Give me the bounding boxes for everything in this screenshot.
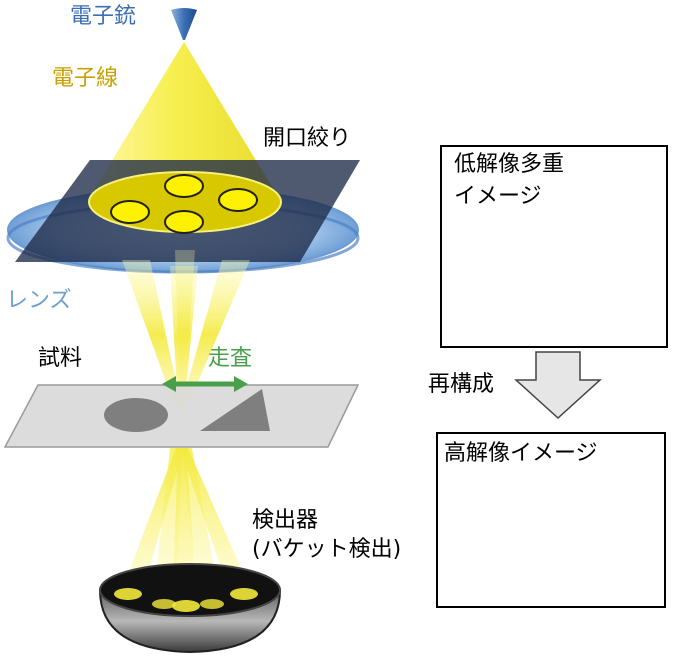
electron-beam-label: 電子線 (52, 66, 119, 91)
electron-gun-label: 電子銃 (70, 4, 137, 29)
sample-plane (3, 384, 360, 448)
detector-label-line1: 検出器 (252, 508, 319, 533)
high-res-title: 高解像イメージ (444, 441, 598, 466)
sample-circle (104, 398, 168, 432)
low-res-title-line1: 低解像多重 (454, 152, 565, 177)
detector-spot (152, 599, 176, 609)
low-res-title-line2: イメージ (454, 184, 542, 209)
aperture-hole (164, 174, 204, 198)
high-res-box: 高解像イメージ (436, 432, 666, 608)
detector-spot (200, 599, 224, 609)
sample-label: 試料 (38, 346, 83, 371)
detector-rim (99, 563, 281, 617)
detector-label-line2: (バケット検出) (252, 537, 402, 562)
detector-spot (114, 588, 142, 600)
electron-gun-icon (171, 8, 197, 40)
detector-spot (230, 588, 258, 600)
scan-label: 走査 (208, 346, 253, 371)
aperture-hole (110, 200, 150, 224)
aperture-hole (218, 188, 258, 212)
sample-triangle (200, 389, 270, 431)
beam-to-sample (180, 260, 250, 410)
scan-arrow-head-left (162, 376, 176, 392)
beam-to-sample (175, 250, 195, 410)
lens-label: レンズ (6, 288, 72, 313)
beam-to-sample (122, 260, 182, 410)
aperture-label: 開口絞り (263, 126, 352, 151)
reconstruction-label: 再構成 (428, 372, 495, 397)
reconstruction-arrow (514, 351, 602, 420)
scan-arrow-head-right (234, 376, 248, 392)
aperture-hole (164, 210, 204, 234)
low-res-box: 低解像多重 イメージ (440, 145, 668, 348)
detector-spot (172, 600, 200, 612)
